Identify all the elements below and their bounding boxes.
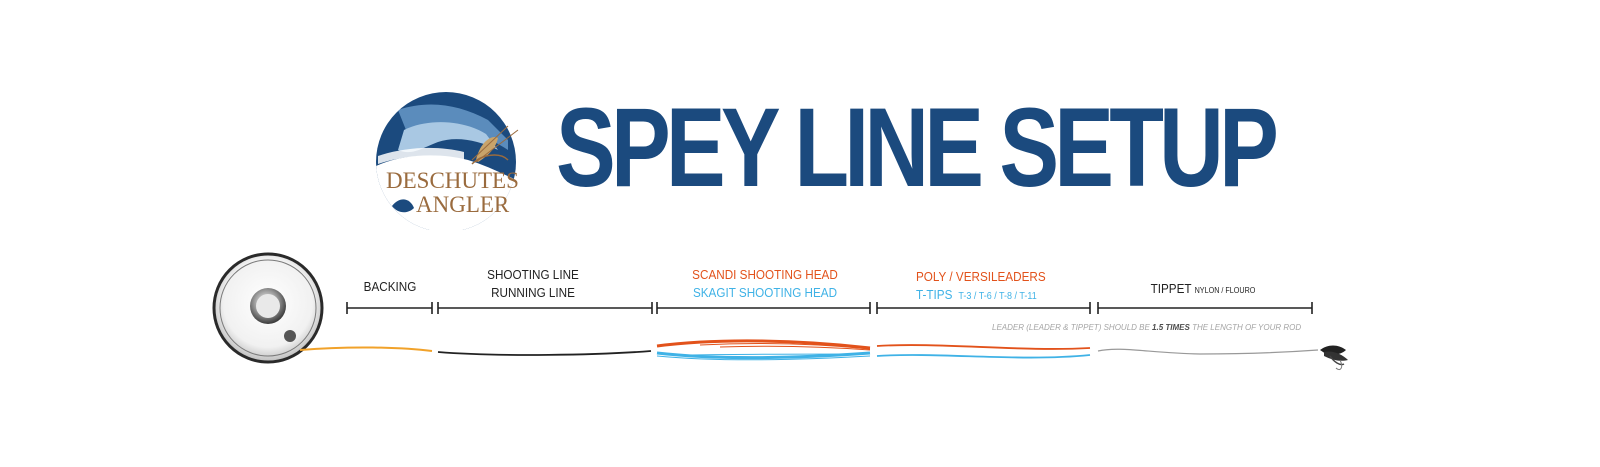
poly-versileaders-label: POLY / VERSILEADERS [916, 269, 1046, 284]
tippet-sub: NYLON / FLOURO [1194, 286, 1256, 295]
tips-bracket [876, 302, 1091, 314]
skagit-head-line [656, 351, 871, 361]
tippet-bracket [1097, 302, 1313, 314]
t-tips-sizes: T-3 / T-6 / T-8 / T-11 [958, 291, 1037, 302]
shooting-line-label: SHOOTING LINE [487, 267, 579, 282]
shooting-bracket [437, 302, 653, 314]
deschutes-angler-logo: DESCHUTES ANGLER [376, 92, 519, 230]
t-tips-label: T-TIPS T-3 / T-6 / T-8 / T-11 [916, 287, 1037, 302]
backing-line [299, 346, 433, 352]
running-line-label: RUNNING LINE [491, 285, 575, 300]
fly-icon [1320, 345, 1348, 371]
t-tip-line [876, 354, 1091, 359]
page-title: SPEY LINE SETUP [556, 85, 1279, 210]
note-post: THE LENGTH OF YOUR ROD [1189, 323, 1302, 332]
backing-bracket [346, 302, 433, 314]
head-bracket [656, 302, 871, 314]
tippet-title: TIPPET [1150, 281, 1192, 296]
tippet-label: TIPPET NYLON / FLOURO [1128, 281, 1277, 296]
skagit-head-label: SKAGIT SHOOTING HEAD [692, 285, 838, 300]
tippet-line [1097, 348, 1319, 355]
scandi-head-label: SCANDI SHOOTING HEAD [692, 267, 838, 282]
logo-line2: ANGLER [416, 192, 510, 217]
poly-leader-line [876, 344, 1091, 350]
scandi-head-line [656, 339, 871, 351]
leader-length-note: LEADER (LEADER & TIPPET) SHOULD BE 1.5 T… [992, 323, 1301, 332]
note-pre: LEADER (LEADER & TIPPET) SHOULD BE [992, 323, 1153, 332]
t-tips-title: T-TIPS [916, 287, 953, 302]
backing-label: BACKING [363, 279, 417, 294]
logo-line1: DESCHUTES [386, 168, 519, 193]
note-bold: 1.5 TIMES [1152, 323, 1190, 332]
fly-reel-icon [212, 252, 324, 364]
shooting-line [437, 350, 652, 356]
